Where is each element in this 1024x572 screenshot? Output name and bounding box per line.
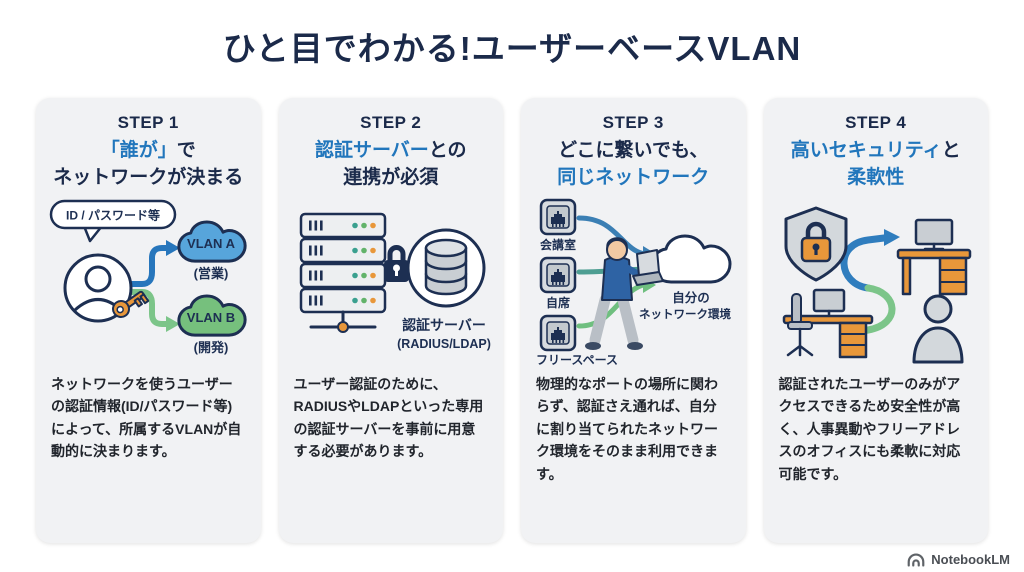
cloud-caption-2: ネットワーク環境	[639, 307, 731, 321]
step1-description: ネットワークを使うユーザーの認証情報(ID/パスワード等)によって、所属するVL…	[51, 375, 242, 460]
step2-heading: 認証サーバーとの 連携が必須	[315, 138, 467, 192]
step-cards-row: STEP 1 「誰が」で ネットワークが決まる	[36, 98, 988, 543]
step2-label: STEP 2	[360, 113, 422, 132]
step4-card: STEP 4 高いセキュリティと 柔軟性	[763, 98, 988, 543]
step4-description: 認証されたユーザーのみがアクセスできるため安全性が高く、人事異動やフリーアドレス…	[778, 375, 961, 482]
heading-segment: との	[428, 140, 467, 161]
auth-server-caption: 認証サーバー	[402, 317, 486, 333]
arrow-to-vlan-a	[127, 244, 171, 287]
workstation-icon	[782, 288, 873, 359]
desk-icon	[896, 218, 971, 296]
server-rack-icon	[299, 212, 386, 333]
step2-description: ユーザー認証のために、RADIUSやLDAPといった専用の認証サーバーを事前に用…	[293, 375, 484, 460]
vlan-b-caption: (開発)	[194, 340, 229, 355]
step3-description: 物理的なポートの場所に関わらず、認証さえ通れば、自分に割り当てられたネットワーク…	[536, 375, 718, 482]
cloud-caption-1: 自分の	[672, 290, 710, 305]
arrowhead-green	[166, 315, 181, 332]
heading-segment: 「誰が」	[100, 140, 177, 161]
step1-card: STEP 1 「誰が」で ネットワークが決まる	[36, 98, 261, 543]
flow-arrow-green	[852, 284, 896, 336]
arrow-free-space	[576, 282, 646, 329]
auth-server-icon	[406, 228, 486, 308]
person-silhouette-icon	[912, 294, 964, 364]
page-title: ひと目でわかる!ユーザーベースVLAN	[222, 30, 802, 67]
heading-segment: 同じネットワーク	[557, 166, 710, 188]
port-label-meeting-room: 会講室	[540, 237, 576, 252]
heading-segment: 認証サーバー	[314, 140, 429, 161]
notebooklm-watermark: NotebookLM	[906, 552, 1010, 567]
step1-illustration: ID / パスワード等 VLAN A (営業) VLAN B (開発)	[48, 196, 248, 366]
cloud-network-icon	[650, 234, 732, 284]
ethernet-port-icon	[540, 314, 577, 352]
heading-segment: ネットワークが決まる	[53, 166, 244, 188]
vlan-b-label: VLAN B	[187, 310, 235, 325]
lock-icon	[383, 244, 409, 282]
step3-illustration: 会講室 自席 フリースペース 自分の ネットワーク環境	[533, 196, 733, 366]
heading-segment: 高いセキュリティ	[790, 140, 942, 161]
heading-segment: 柔軟性	[847, 166, 905, 188]
arrow-to-vlan-b	[127, 288, 171, 327]
heading-segment: と	[941, 140, 961, 161]
heading-segment: どこに繋いでも、	[558, 140, 709, 161]
shield-lock-icon	[784, 206, 848, 282]
step2-card: STEP 2 認証サーバーとの 連携が必須	[278, 98, 503, 543]
notebooklm-logo-icon	[907, 553, 925, 567]
step3-label: STEP 3	[602, 113, 664, 132]
arrow-meeting-room	[576, 215, 648, 257]
ethernet-port-icon	[540, 256, 577, 294]
vlan-a-label: VLAN A	[187, 236, 236, 251]
step4-label: STEP 4	[845, 113, 907, 132]
step4-heading: 高いセキュリティと 柔軟性	[791, 138, 961, 192]
port-label-own-desk: 自席	[546, 295, 570, 310]
brand-label: NotebookLM	[931, 552, 1010, 567]
step3-heading: どこに繋いでも、 同じネットワーク	[557, 138, 709, 192]
heading-segment: 連携が必須	[343, 166, 439, 188]
key-icon	[112, 290, 150, 318]
step3-card: STEP 3 どこに繋いでも、 同じネットワーク	[521, 98, 746, 543]
port-label-free-space: フリースペース	[536, 353, 618, 366]
arrowhead-blue	[166, 239, 181, 256]
step1-label: STEP 1	[117, 113, 179, 132]
heading-segment: で	[176, 140, 196, 161]
walking-person-icon	[585, 237, 665, 350]
bubble-text: ID / パスワード等	[66, 207, 160, 222]
auth-server-protocols: (RADIUS/LDAP)	[397, 337, 491, 351]
step2-illustration: 認証サーバー (RADIUS/LDAP)	[291, 196, 491, 366]
flow-arrow-blue	[840, 234, 888, 292]
step1-heading: 「誰が」で ネットワークが決まる	[53, 138, 243, 192]
vlan-a-caption: (営業)	[194, 266, 229, 281]
speech-bubble: ID / パスワード等	[50, 199, 177, 243]
step4-illustration	[776, 196, 976, 366]
ethernet-port-icon	[540, 198, 577, 236]
